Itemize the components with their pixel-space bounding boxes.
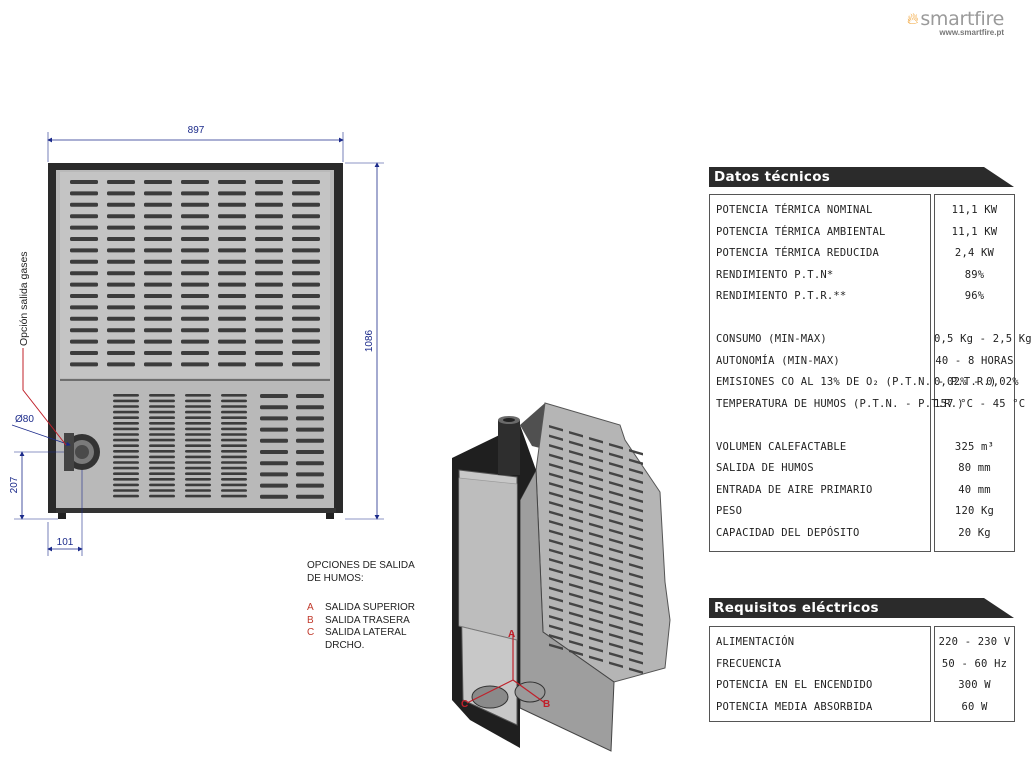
datos-row-label: ENTRADA DE AIRE PRIMARIO (716, 483, 873, 496)
datos-row-value: 20 Kg (958, 526, 991, 539)
datos-row-label: SALIDA DE HUMOS (716, 462, 814, 474)
datos-row-label: CAPACIDAD DEL DEPÓSITO (716, 526, 860, 539)
datos-row-label: PESO (716, 505, 743, 517)
datos-row-label: POTENCIA TÉRMICA AMBIENTAL (716, 225, 886, 238)
datos-row-label: RENDIMIENTO P.T.N* (716, 268, 834, 281)
datos-row-label: VOLUMEN CALEFACTABLE (716, 440, 847, 453)
datos-row-value: 325 m³ (954, 440, 995, 453)
isometric-view: A B C (452, 402, 671, 752)
datos-values-box (934, 194, 1015, 552)
datos-row-value: 11,1 KW (951, 204, 998, 216)
electricos-labels-box (709, 626, 931, 722)
dim-height-label: 1086 (364, 329, 375, 352)
outlet-options-heading: OPCIONES DE SALIDA DE HUMOS: (307, 560, 415, 584)
electricos-values-box (934, 626, 1015, 722)
vent-slots-iso (549, 425, 643, 674)
dim-outlet-height-label: 207 (9, 476, 20, 493)
electricos-row-label: POTENCIA EN EL ENCENDIDO (716, 679, 873, 691)
electricos-row-value: 60 W (961, 700, 988, 713)
dimension-lines: 897 1086 207 101 Ø80 (9, 125, 384, 556)
dim-width-label: 897 (188, 125, 205, 136)
outlet-option-letter: B (307, 614, 314, 626)
datos-title: Datos técnicos (714, 169, 831, 185)
marker-c: C (461, 699, 468, 710)
outlet-option-text: SALIDA LATERAL DRCHO. (325, 627, 407, 651)
outlet-callout: Opción salida gases (18, 251, 67, 446)
outlet-option-text: SALIDA TRASERA (325, 614, 410, 626)
datos-row-value: 120 Kg (954, 505, 995, 517)
brand-url: www.smartfire.pt (939, 28, 1004, 37)
datos-row-label: POTENCIA TÉRMICA NOMINAL (716, 204, 873, 216)
datos-row-value: 0,5 Kg - 2,5 Kg (934, 333, 1032, 345)
vent-slots-upper (70, 180, 320, 367)
vent-slots-lower (113, 394, 324, 499)
outlet-option-item: B SALIDA TRASERA (307, 615, 425, 628)
datos-row-value: 2,4 KW (954, 247, 995, 259)
outlet-option-letter: C (307, 627, 315, 638)
datos-row-value: 40 - 8 HORAS (935, 354, 1014, 367)
flame-icon: 🔥︎ (906, 9, 919, 28)
datos-row-value: 11,1 KW (951, 225, 998, 238)
electricos-row-label: POTENCIA MEDIA ABSORBIDA (716, 700, 873, 713)
dim-outlet-offset-label: 101 (57, 537, 74, 548)
datos-row-label: AUTONOMÍA (MIN-MAX) (716, 354, 840, 367)
dim-diameter-label: Ø80 (15, 414, 34, 425)
datos-row-label: TEMPERATURA DE HUMOS (P.T.N. - P.T.R.) (716, 397, 964, 410)
datos-row-label: EMISIONES CO AL 13% DE O₂ (P.T.N. - P.T.… (716, 376, 997, 388)
datos-row-label: CONSUMO (MIN-MAX) (716, 333, 827, 345)
datos-row-value: 40 mm (958, 483, 991, 496)
brand-wordmark: 🔥︎ smartfire (907, 8, 1004, 30)
datos-row-value: 80 mm (958, 462, 991, 474)
outlet-option-item: C SALIDA LATERAL DRCHO. (307, 627, 425, 652)
datos-row-value: 0,02% - 0,02% (934, 376, 1019, 388)
technical-drawing: 897 1086 207 101 Ø80 Opción salida gases (9, 125, 671, 752)
electricos-row-label: ALIMENTACIÓN (716, 636, 795, 648)
datos-row-value: 96% (964, 290, 985, 302)
datos-labels-box (709, 194, 931, 552)
electricos-header: Requisitos eléctricos (709, 598, 1014, 618)
outlet-option-letter: A (307, 602, 314, 613)
rear-view (48, 163, 343, 519)
datos-row-value: 157 °C - 45 °C (934, 397, 1026, 410)
marker-a: A (508, 629, 515, 640)
electricos-row-value: 220 - 230 V (938, 636, 1011, 648)
outlet-option-item: A SALIDA SUPERIOR (307, 602, 425, 615)
marker-b: B (543, 699, 550, 710)
outlet-option-text: SALIDA SUPERIOR (325, 602, 416, 613)
brand-name: smartfire (920, 8, 1004, 30)
datos-row-label: POTENCIA TÉRMICA REDUCIDA (716, 247, 880, 259)
datos-row-value: 89% (964, 268, 985, 281)
electricos-row-value: 300 W (958, 679, 991, 691)
outlet-options: OPCIONES DE SALIDA DE HUMOS: A SALIDA SU… (307, 560, 425, 652)
datos-header: Datos técnicos (709, 167, 1014, 187)
brand-logo: 🔥︎ smartfire www.smartfire.pt (907, 8, 1004, 37)
outlet-option-label: Opción salida gases (18, 251, 30, 346)
electricos-title: Requisitos eléctricos (714, 600, 879, 616)
electricos-row-label: FRECUENCIA (716, 657, 782, 670)
datos-row-label: RENDIMIENTO P.T.R.** (716, 290, 847, 302)
electricos-row-value: 50 - 60 Hz (941, 657, 1008, 670)
